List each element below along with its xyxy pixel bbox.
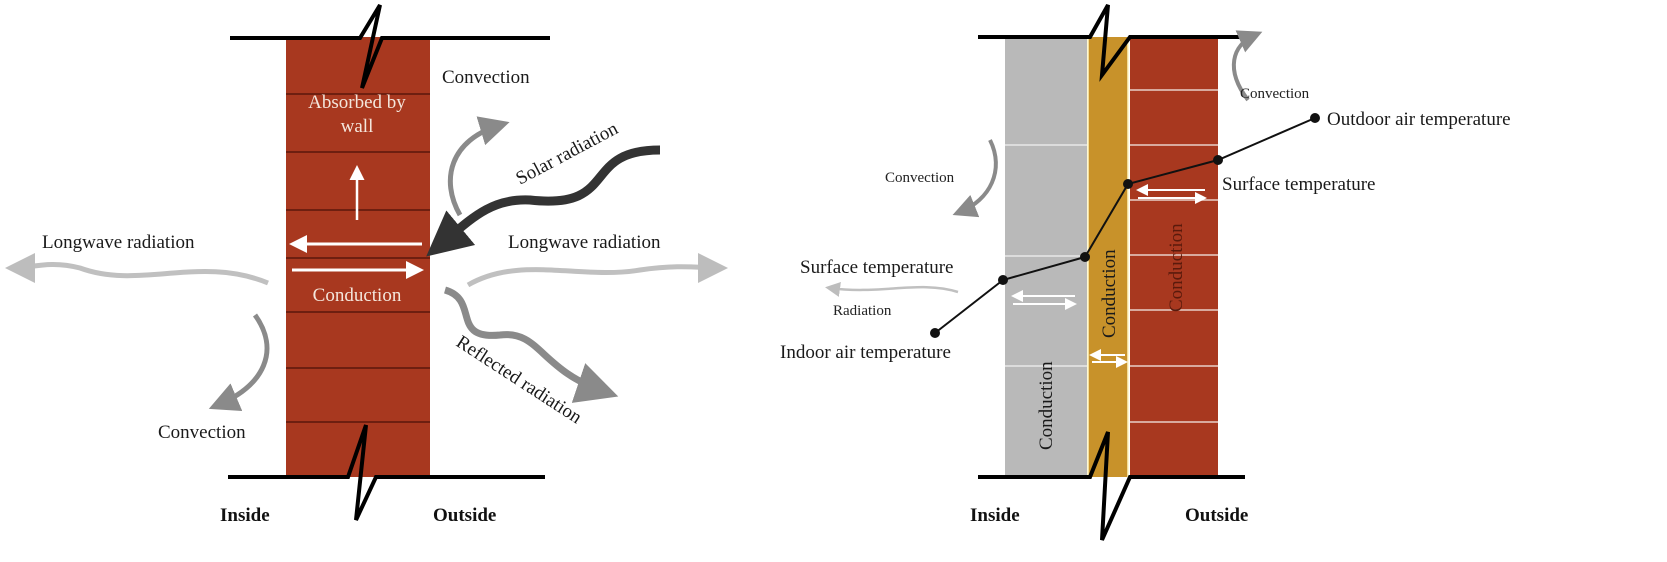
- longwave-right-label: Longwave radiation: [508, 232, 661, 253]
- conduction-insulation-label: Conduction: [1099, 249, 1120, 338]
- conduction-concrete-label: Conduction: [1036, 361, 1057, 450]
- convection-inside-label: Convection: [885, 170, 955, 186]
- radiation-arrow: [825, 281, 959, 297]
- convection-inside-arrow: [952, 139, 998, 218]
- inside-label-left: Inside: [220, 505, 270, 526]
- absorbed-label-2: wall: [341, 116, 374, 137]
- break-line-top: [230, 3, 550, 89]
- concrete-layer: [1005, 37, 1087, 477]
- right-wall: Conduction Conduction Conduction Convect…: [780, 4, 1511, 541]
- convection-outside-label: Convection: [1240, 86, 1310, 102]
- radiation-label: Radiation: [833, 303, 892, 319]
- reflected-radiation-label: Reflected radiation: [452, 332, 586, 429]
- outside-label-left: Outside: [433, 505, 496, 526]
- outside-label-right: Outside: [1185, 505, 1248, 526]
- break-line-top-right: [978, 4, 1245, 82]
- reflected-radiation-arrow: [443, 286, 619, 403]
- conduction-brick-label: Conduction: [1166, 223, 1187, 312]
- insulation-layer: [1088, 37, 1128, 477]
- longwave-right-arrow: [466, 252, 728, 288]
- temperature-points: [930, 113, 1320, 338]
- inside-label-right: Inside: [970, 505, 1020, 526]
- longwave-left-label: Longwave radiation: [42, 232, 195, 253]
- temperature-profile-line: [934, 117, 1316, 334]
- solar-radiation-arrow: [426, 145, 661, 257]
- longwave-left-arrow: [5, 252, 269, 286]
- convection-outside-arrow: [1231, 30, 1263, 102]
- convection-arrow-top: [447, 116, 510, 217]
- convection-arrow-bottom: [208, 313, 270, 411]
- surface-temperature-outside-label: Surface temperature: [1222, 174, 1376, 195]
- absorbed-label-1: Absorbed by: [308, 92, 406, 113]
- surface-temperature-inside-label: Surface temperature: [800, 257, 954, 278]
- indoor-air-temperature-label: Indoor air temperature: [780, 342, 951, 363]
- conduction-label: Conduction: [313, 285, 402, 306]
- brick-layer: [1130, 37, 1218, 477]
- outdoor-air-temperature-label: Outdoor air temperature: [1327, 109, 1511, 130]
- convection-bottom-label: Convection: [158, 422, 246, 443]
- break-line-bottom-right: [978, 431, 1245, 541]
- break-line-bottom: [228, 424, 545, 521]
- solar-radiation-label: Solar radiation: [512, 118, 622, 190]
- convection-top-label: Convection: [442, 67, 530, 88]
- left-wall: Absorbed by wall Conduction Convection S…: [5, 3, 728, 526]
